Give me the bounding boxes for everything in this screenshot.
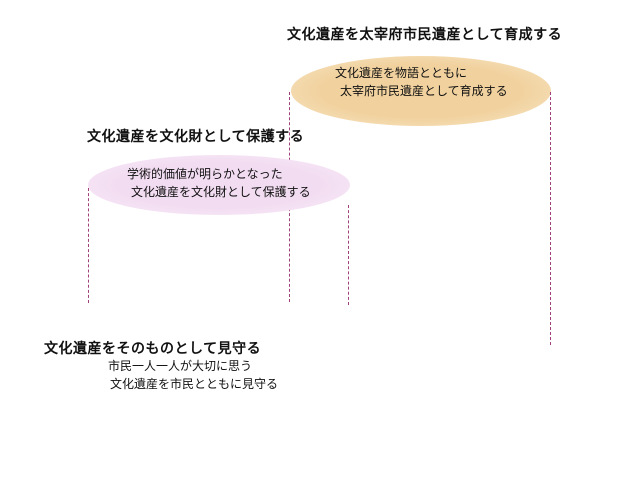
top-tier-line-1: 文化遺産を物語とともに — [335, 66, 468, 80]
middle-tier-line-2: 文化遺産を文化財として保護する — [131, 185, 311, 199]
middle-tier-ellipse — [88, 155, 350, 215]
top-tier-right-line — [550, 92, 551, 345]
middle-tier-heading: 文化遺産を文化財として保護する — [87, 129, 305, 145]
middle-tier-right-line — [348, 205, 349, 305]
top-tier-heading: 文化遺産を太宰府市民遺産として育成する — [287, 27, 563, 43]
top-tier-line-2: 太宰府市民遺産として育成する — [340, 84, 508, 98]
bottom-tier-line-2: 文化遺産を市民とともに見守る — [110, 377, 279, 391]
bottom-tier-heading: 文化遺産をそのものとして見守る — [44, 341, 262, 357]
middle-tier-line-1: 学術的価値が明らかとなった — [127, 167, 283, 181]
bottom-tier-line-1: 市民一人一人が大切に思う — [108, 359, 253, 373]
top-tier-ellipse — [291, 56, 551, 126]
middle-tier-left-line — [88, 188, 89, 303]
